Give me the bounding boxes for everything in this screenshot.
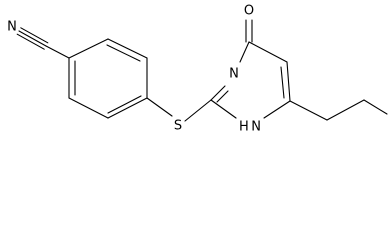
pyrimidinone-ring [210,41,291,119]
atom-label-nitrile-nitrogen: N [7,20,17,35]
atom-label-ring-nh: H N [239,120,261,135]
propyl-chain [289,99,388,121]
atom-label-carbonyl-oxygen: O [244,4,254,19]
bond-ring-to-sulfur [146,97,173,117]
bond-nitrile-to-ring [45,45,70,59]
atom-label-ring-nitrogen: N [229,67,239,82]
carbonyl-double-bond [245,19,253,43]
bond-sulfur-to-pyrimidine [184,99,212,122]
chemical-structure-diagram: N S N O H N [7,4,388,135]
nitrile-triple-bond [16,27,49,50]
benzene-ring [68,38,148,119]
atom-label-sulfur: S [174,119,182,134]
